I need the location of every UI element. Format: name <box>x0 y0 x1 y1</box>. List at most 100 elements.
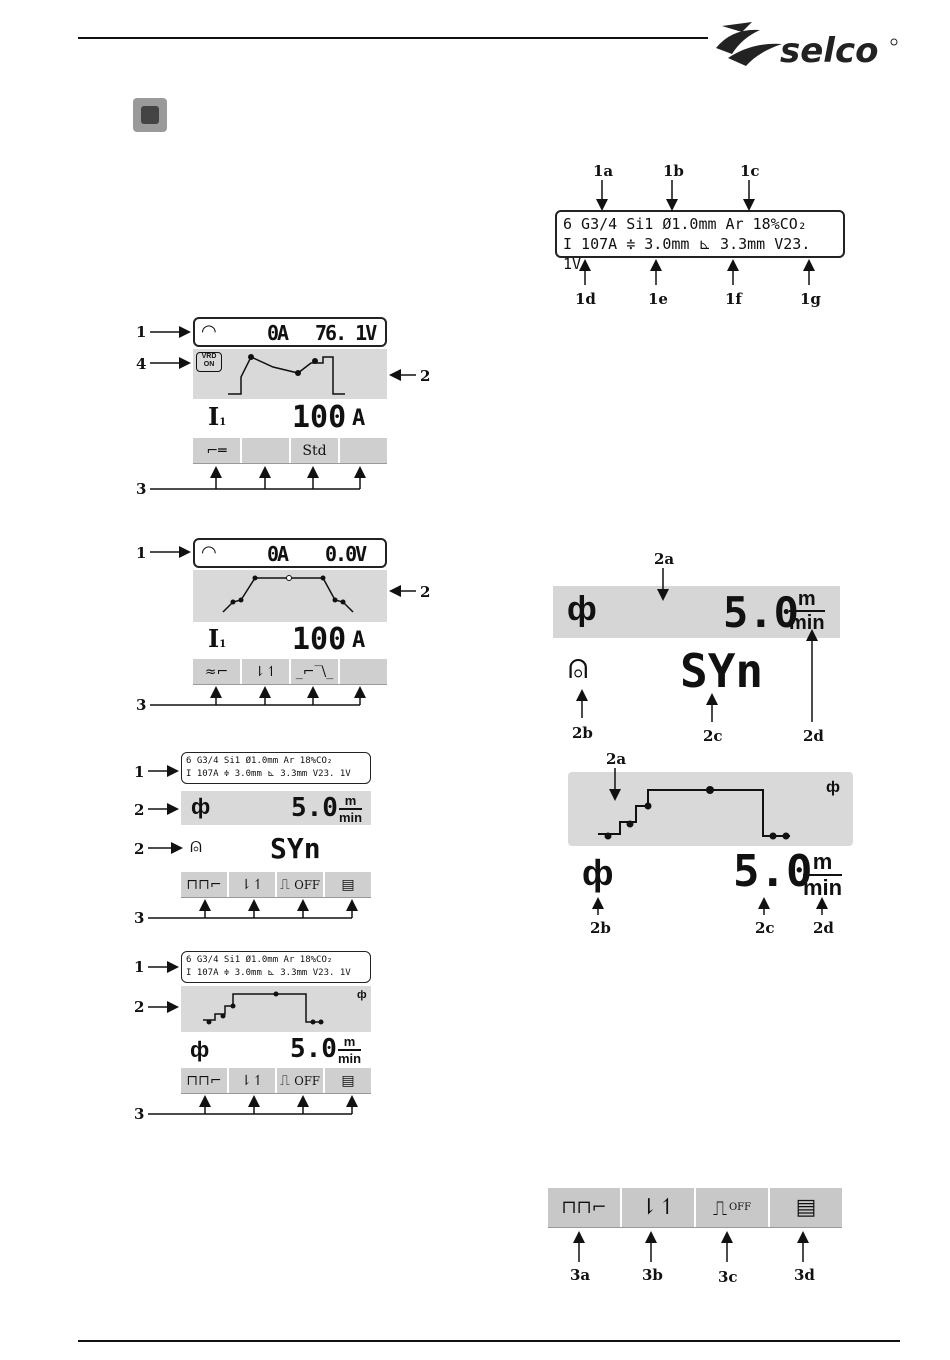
rb2-speed: 5.0 <box>733 846 813 897</box>
panel3-readout: 6 G3/4 Si1 Ø1.0mm Ar 18%CO₂ I 107A ≑ 3.0… <box>181 752 371 784</box>
panel1-curve <box>228 354 345 395</box>
wire-feed-icon: ф <box>582 852 614 893</box>
softkey-pulse-off[interactable]: ⎍ OFF <box>277 872 325 897</box>
panel2-current: 0A <box>267 542 289 566</box>
p3-callout-2a: 2 <box>134 801 145 819</box>
callout-3d: 3d <box>794 1266 815 1284</box>
callout-1e: 1e <box>648 290 668 308</box>
lcd-line-2: I 107A ≑ 3.0mm ⊾ 3.3mm V23. 1V <box>563 235 811 273</box>
panel4-speed: 5.0 <box>290 1034 337 1064</box>
device-icon <box>133 98 167 132</box>
lcd-line-1: 6 G3/4 Si1 Ø1.0mm Ar 18%CO₂ <box>563 215 807 233</box>
softkey-pulse-off[interactable]: ⎍OFF <box>696 1188 770 1227</box>
panel2-voltage: 0.0V <box>325 542 367 566</box>
panel4-line-1: 6 G3/4 Si1 Ø1.0mm Ar 18%CO₂ <box>186 955 333 965</box>
process-icon: ⊓⊓⌐ <box>561 1197 607 1218</box>
softkey-process[interactable]: ⊓⊓⌐ <box>181 1068 229 1093</box>
softkey-process[interactable]: ⊓⊓⌐ <box>181 872 229 897</box>
rb2-callout-2d: 2d <box>813 919 834 937</box>
panel2-set-value: 100 <box>292 622 347 657</box>
rb2-callout-2c: 2c <box>755 919 775 937</box>
header-rule <box>78 37 708 39</box>
p1-callout-4: 4 <box>136 355 147 373</box>
pulse-off-icon: ⎍ <box>712 1195 727 1220</box>
svg-text:ф: ф <box>357 989 367 1001</box>
softkey-updown[interactable]: ⇂↿ <box>229 872 277 897</box>
panel4-softkeys: ⊓⊓⌐ ⇂↿ ⎍ OFF ▤ <box>181 1068 371 1094</box>
panel1-set-label: I1 <box>208 402 227 431</box>
rb2-callout-2b: 2b <box>590 919 611 937</box>
updown-icon: ⇂↿ <box>240 876 264 893</box>
panel2-curve <box>222 575 354 613</box>
pulse-off-icon: ⎍ OFF <box>280 876 320 893</box>
p4-callout-1: 1 <box>134 958 145 976</box>
p4-callout-3: 3 <box>134 1105 145 1123</box>
p3-callout-2b: 2 <box>134 840 145 858</box>
softkey-std[interactable]: Std <box>291 438 340 463</box>
torch-height-icon: ⍝ <box>568 648 589 686</box>
callout-1c: 1c <box>740 162 760 180</box>
callout-1f: 1f <box>725 290 742 308</box>
process-icon: ≈⌐ <box>204 663 229 680</box>
process-icon: ⊓⊓⌐ <box>186 1072 222 1089</box>
softkey-updown[interactable]: ⇂↿ <box>622 1188 696 1227</box>
softkey-torch[interactable]: ⌐═ <box>193 438 242 463</box>
softkey-menu[interactable]: ▤ <box>325 1068 371 1093</box>
panel4-curve: ф <box>203 989 367 1025</box>
rb2-callout-2a: 2a <box>606 750 627 768</box>
gauge-icon: ◠ <box>201 321 217 341</box>
process-icon: ⊓⊓⌐ <box>186 876 222 893</box>
panel2-set-label: I1 <box>208 624 227 653</box>
menu-icon: ▤ <box>341 1072 355 1089</box>
p2-callout-2: 2 <box>420 583 431 601</box>
p1-callout-3: 3 <box>136 480 147 498</box>
panel1-meter: ◠ 0A 76. 1V <box>193 317 387 347</box>
callout-1g: 1g <box>800 290 821 308</box>
panel2-graph <box>193 570 387 622</box>
p3-callout-3: 3 <box>134 909 145 927</box>
rb1-syn: SYn <box>680 644 764 698</box>
callout-1b: 1b <box>663 162 684 180</box>
softkey-pulse[interactable]: _⌐‾\_ <box>291 659 340 684</box>
menu-icon: ▤ <box>795 1195 817 1220</box>
panel4-readout: 6 G3/4 Si1 Ø1.0mm Ar 18%CO₂ I 107A ≑ 3.0… <box>181 951 371 983</box>
softkey-process[interactable]: ⊓⊓⌐ <box>548 1188 622 1227</box>
softkey-pulse-off[interactable]: ⎍ OFF <box>277 1068 325 1093</box>
callout-3b: 3b <box>642 1266 663 1284</box>
softkey-menu[interactable]: ▤ <box>325 872 371 897</box>
softkey-process[interactable]: ≈⌐ <box>193 659 242 684</box>
softkey-updown[interactable]: ⇂↿ <box>229 1068 277 1093</box>
wire-feed-icon: ф <box>190 1037 210 1062</box>
callout-3a: 3a <box>570 1266 591 1284</box>
panel3-line-1: 6 G3/4 Si1 Ø1.0mm Ar 18%CO₂ <box>186 756 333 766</box>
selco-logo: selco <box>716 22 898 71</box>
softkey-menu[interactable]: ▤ <box>770 1188 842 1227</box>
gauge-icon: ◠ <box>201 542 217 562</box>
p1-callout-2: 2 <box>420 367 431 385</box>
panel1-set-value: 100 <box>292 400 347 435</box>
softkey-updown[interactable]: ⇂↿ <box>242 659 291 684</box>
updown-icon: ⇂↿ <box>253 663 278 680</box>
panel2-meter: ◠ 0A 0.0V <box>193 538 387 568</box>
p3-callout-1: 1 <box>134 763 145 781</box>
off-label: OFF <box>728 1202 752 1213</box>
p2-callout-3: 3 <box>136 696 147 714</box>
updown-icon: ⇂↿ <box>639 1195 677 1220</box>
lcd-readout-large: 6 G3/4 Si1 Ø1.0mm Ar 18%CO₂ I 107A ≑ 3.0… <box>555 210 845 273</box>
bottom-softkeys: ⊓⊓⌐ ⇂↿ ⎍OFF ▤ <box>548 1188 842 1228</box>
softkey-2[interactable] <box>242 438 291 463</box>
menu-icon: ▤ <box>341 876 355 893</box>
torch-height-icon: ⍝ <box>190 835 202 857</box>
wire-feed-icon: ф <box>567 590 597 628</box>
panel4-graph: ф <box>181 986 371 1032</box>
